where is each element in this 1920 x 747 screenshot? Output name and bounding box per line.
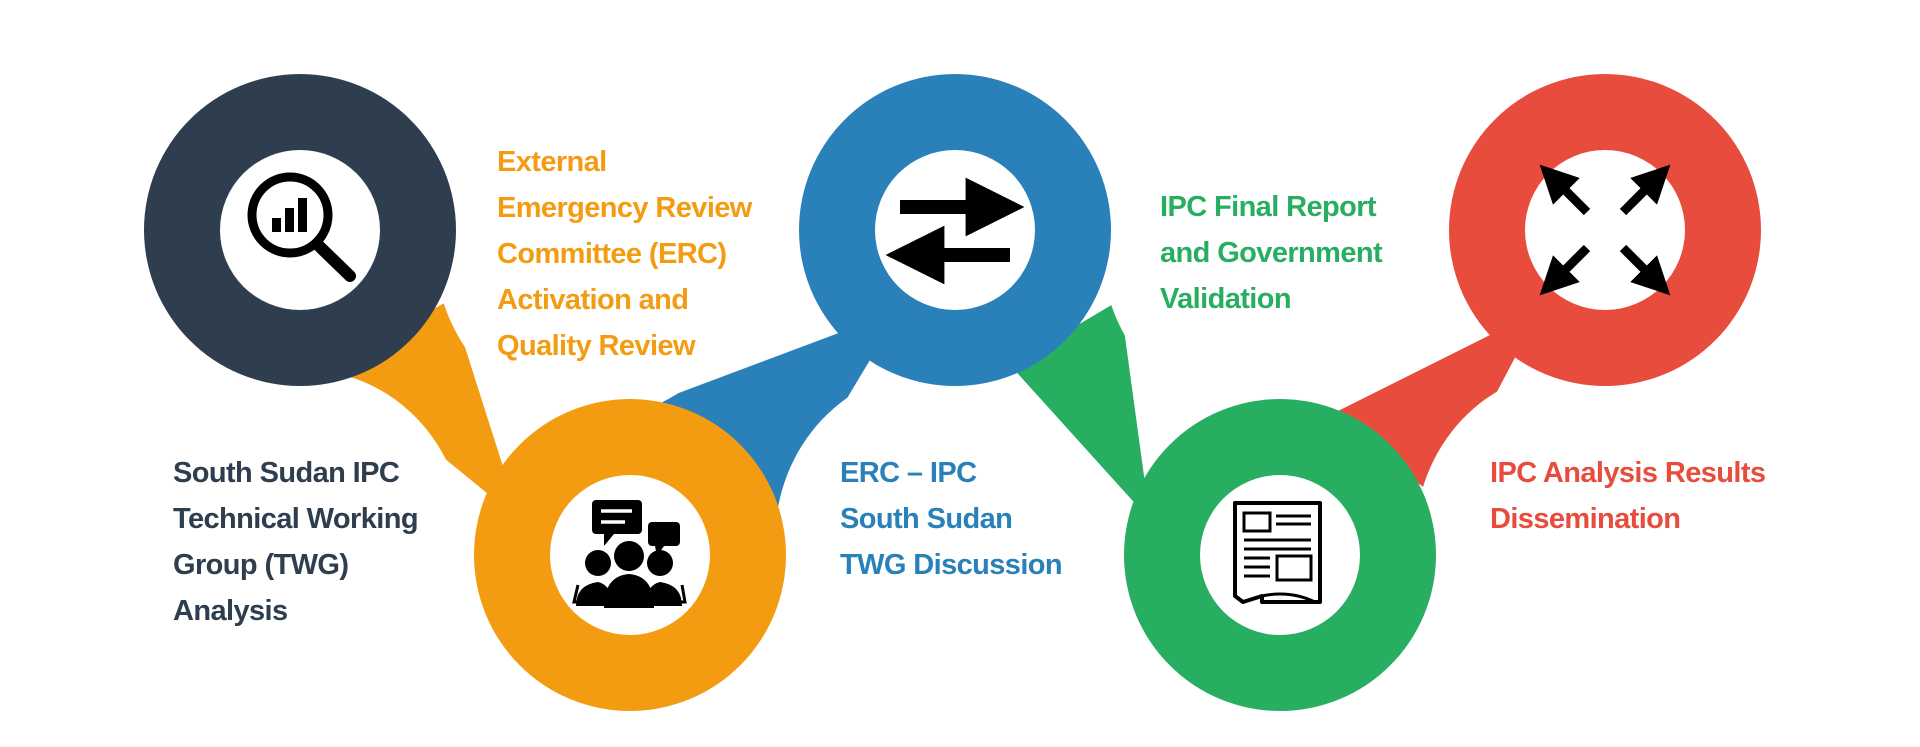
step-4-label-line: and Government: [1160, 237, 1383, 269]
step-2-label-line: External: [497, 146, 607, 178]
magnifier-chart-icon: [247, 172, 356, 282]
cutout-lower-3: [1415, 370, 1735, 710]
step-1-label-line: Analysis: [173, 595, 288, 627]
step-3-label-line: ERC – IPC: [840, 457, 977, 489]
expand-arrows-icon: [1539, 164, 1671, 296]
step-5-label-line: Dissemination: [1490, 503, 1681, 535]
step-3-inner: [875, 150, 1035, 310]
step-1-label-line: Technical Working: [173, 503, 419, 535]
step-2-label: External Emergency Review Committee (ERC…: [497, 139, 752, 369]
step-3-label-line: South Sudan: [840, 503, 1013, 535]
step-3-label: ERC – IPC South Sudan TWG Discussion: [840, 450, 1063, 588]
step-2-label-line: Activation and: [497, 284, 689, 316]
team-discussion-icon: [572, 500, 687, 608]
step-5-label: IPC Analysis Results Dissemination: [1490, 450, 1766, 542]
cutout-lower-1: [145, 370, 465, 710]
step-5-inner: [1525, 150, 1685, 310]
step-4-label: IPC Final Report and Government Validati…: [1160, 184, 1383, 322]
step-2-label-line: Committee (ERC): [497, 238, 727, 270]
step-3-label-line: TWG Discussion: [840, 549, 1063, 581]
step-1-label: South Sudan IPC Technical Working Group …: [173, 450, 419, 634]
cutout-upper-2: [1102, 78, 1422, 418]
exchange-arrows-icon: [885, 177, 1025, 285]
newspaper-icon: [1233, 501, 1322, 604]
step-4-label-line: IPC Final Report: [1160, 191, 1377, 223]
cutout-lower-2: [775, 370, 1095, 710]
connector-2-3: [660, 310, 900, 510]
step-2-label-line: Quality Review: [497, 330, 696, 362]
step-5-label-line: IPC Analysis Results: [1490, 457, 1766, 489]
step-2-label-line: Emergency Review: [497, 192, 752, 224]
step-4-label-line: Validation: [1160, 283, 1292, 315]
step-1-label-line: South Sudan IPC: [173, 457, 400, 489]
step-1-label-line: Group (TWG): [173, 549, 349, 581]
cutout-upper-1: [435, 78, 755, 418]
